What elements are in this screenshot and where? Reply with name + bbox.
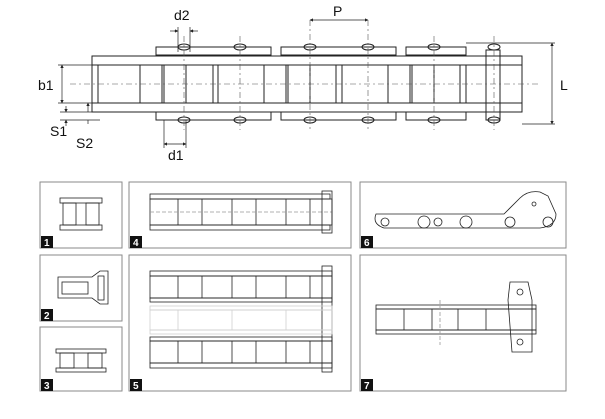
panel-badges: 1 2 3 4 5 6 7 bbox=[41, 236, 373, 392]
outer-plate-top-1 bbox=[155, 46, 272, 56]
panel-1-drawing bbox=[59, 197, 103, 231]
badge-3 bbox=[41, 379, 53, 391]
badge-4-label: 4 bbox=[133, 238, 139, 249]
connecting-link bbox=[485, 49, 501, 121]
badge-5 bbox=[130, 379, 142, 391]
panel-5-faded-middle-strand bbox=[149, 305, 333, 335]
badge-3-label: 3 bbox=[44, 381, 50, 392]
outer-plate-top-2 bbox=[280, 46, 397, 56]
outer-plate-bottom-2 bbox=[280, 111, 397, 121]
panel-4-drawing bbox=[149, 190, 333, 234]
panel-4-frame bbox=[128, 181, 352, 249]
dimension-lines bbox=[58, 18, 555, 148]
label-s1: S1 bbox=[50, 123, 67, 139]
badge-6 bbox=[361, 236, 373, 248]
outer-plate-top-3 bbox=[405, 46, 467, 56]
badge-1 bbox=[41, 236, 53, 248]
panel-1-frame bbox=[39, 181, 123, 249]
panel-5-drawing bbox=[149, 265, 333, 373]
badge-6-label: 6 bbox=[364, 238, 370, 249]
badge-4 bbox=[130, 236, 142, 248]
outer-plate-bottom-3 bbox=[405, 111, 467, 121]
inner-plate-band-top bbox=[91, 55, 523, 66]
badge-1-label: 1 bbox=[44, 238, 50, 249]
inner-plate-band-bottom bbox=[91, 102, 523, 113]
panel-2-drawing bbox=[57, 270, 109, 305]
badge-5-label: 5 bbox=[133, 381, 139, 392]
badge-7 bbox=[361, 379, 373, 391]
panel-5-frame bbox=[128, 254, 352, 392]
panel-6-drawing bbox=[374, 191, 557, 229]
panel-6-frame bbox=[359, 181, 567, 249]
panel-7-frame bbox=[359, 254, 567, 392]
label-s2: S2 bbox=[76, 135, 93, 151]
panel-3-drawing bbox=[55, 348, 107, 373]
panel-frames bbox=[39, 181, 567, 392]
badge-2-label: 2 bbox=[44, 311, 50, 322]
label-p: P bbox=[333, 3, 342, 19]
main-chain-diagram bbox=[91, 43, 523, 124]
label-l: L bbox=[560, 77, 568, 93]
panel-7-drawing bbox=[375, 281, 537, 353]
centerlines bbox=[70, 20, 540, 130]
badge-2 bbox=[41, 309, 53, 321]
label-d1: d1 bbox=[168, 147, 184, 163]
outer-plate-bottom-1 bbox=[155, 111, 272, 121]
panel-2-frame bbox=[39, 254, 123, 322]
panel-3-frame bbox=[39, 326, 123, 392]
badge-7-label: 7 bbox=[364, 381, 370, 392]
label-d2: d2 bbox=[174, 7, 190, 23]
label-b1: b1 bbox=[38, 77, 54, 93]
